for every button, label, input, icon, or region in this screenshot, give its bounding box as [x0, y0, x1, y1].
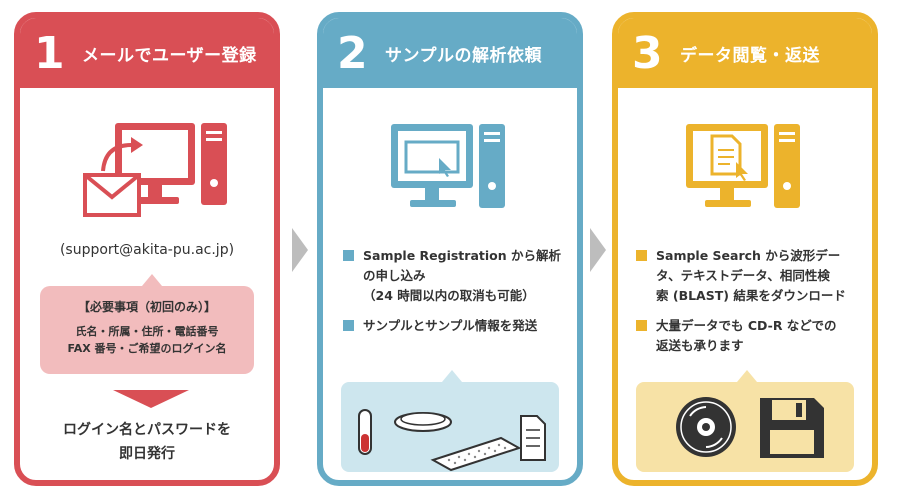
step-1-title: メールでユーザー登録: [82, 45, 257, 66]
required-info-title: 【必要事項（初回のみ）】: [77, 300, 216, 314]
step-3-bullet-2: 大量データでも CD-R などでの 返送も承ります: [636, 316, 872, 356]
down-arrow-icon: [113, 390, 189, 408]
step-2-header: 2 サンプルの解析依頼: [323, 18, 577, 88]
bullet-square-icon: [343, 320, 354, 331]
callout-pointer: [442, 370, 462, 382]
computer-document-icon: [686, 124, 800, 208]
step-2-instructions: Sample Registration から解析 の申し込み （24 時間以内の…: [343, 246, 573, 346]
step-3-title: データ閲覧・返送: [680, 45, 820, 66]
step-2-bullet-2-text: サンプルとサンプル情報を発送: [363, 318, 538, 333]
step-2-bullet-1-line-1: Sample Registration から解析: [363, 248, 561, 263]
step-1-number: 1: [34, 27, 65, 79]
step-3-bullet-2-line-1: 大量データでも CD-R などでの: [656, 318, 837, 333]
computer-screen-icon: [391, 124, 505, 208]
computer-mail-icon: [83, 123, 227, 217]
bullet-square-icon: [343, 250, 354, 261]
step-3-instructions: Sample Search から波形デー タ、テキストデータ、相同性検 索 (B…: [636, 246, 872, 366]
step-1-header: 1 メールでユーザー登録: [20, 18, 274, 88]
step-3-number: 3: [632, 27, 663, 79]
step-2-card: 2 サンプルの解析依頼 Sample Registration から解析 の申し…: [317, 12, 583, 486]
callout-pointer: [142, 274, 162, 286]
media-return-box: [636, 382, 854, 472]
required-info-box: 【必要事項（初回のみ）】 氏名・所属・住所・電話番号 FAX 番号・ご希望のログ…: [40, 286, 254, 374]
lab-samples-icon: [358, 409, 546, 472]
flow-arrow-2-icon: [590, 228, 606, 272]
step-3-header: 3 データ閲覧・返送: [618, 18, 872, 88]
step-3-card: 3 データ閲覧・返送 Sample Search から波形デー タ、テキストデー…: [612, 12, 878, 486]
bullet-square-icon: [636, 320, 647, 331]
step-2-title: サンプルの解析依頼: [385, 45, 542, 66]
required-info-line-2: FAX 番号・ご希望のログイン名: [67, 342, 227, 355]
callout-pointer: [737, 370, 757, 382]
step-1-card: 1 メールでユーザー登録 (support@akita-pu.ac.jp) 【必…: [14, 12, 280, 486]
account-issue-line-1: ログイン名とパスワードを: [63, 422, 231, 438]
step-3-bullet-1-line-3: 索 (BLAST) 結果をダウンロード: [656, 288, 846, 303]
account-issue-line-2: 即日発行: [119, 446, 175, 462]
step-2-number: 2: [337, 27, 368, 79]
step-2-bullet-1-line-2: の申し込み: [363, 268, 426, 283]
account-issue-text: ログイン名とパスワードを 即日発行: [20, 418, 274, 466]
step-3-bullet-2-line-2: 返送も承ります: [656, 338, 744, 353]
cd-and-floppy-icon: [676, 397, 824, 458]
step-3-bullet-1-line-2: タ、テキストデータ、相同性検: [656, 268, 830, 283]
step-2-bullet-1: Sample Registration から解析 の申し込み （24 時間以内の…: [343, 246, 573, 306]
flow-arrow-1-icon: [292, 228, 308, 272]
bullet-square-icon: [636, 250, 647, 261]
sample-shipping-box: [341, 382, 559, 472]
step-3-bullet-1: Sample Search から波形デー タ、テキストデータ、相同性検 索 (B…: [636, 246, 872, 306]
step-3-bullet-1-line-1: Sample Search から波形デー: [656, 248, 841, 263]
step-2-bullet-1-line-3: （24 時間以内の取消も可能）: [363, 288, 535, 303]
support-email: (support@akita-pu.ac.jp): [59, 242, 235, 258]
step-2-bullet-2: サンプルとサンプル情報を発送: [343, 316, 573, 336]
required-info-line-1: 氏名・所属・住所・電話番号: [75, 325, 219, 338]
